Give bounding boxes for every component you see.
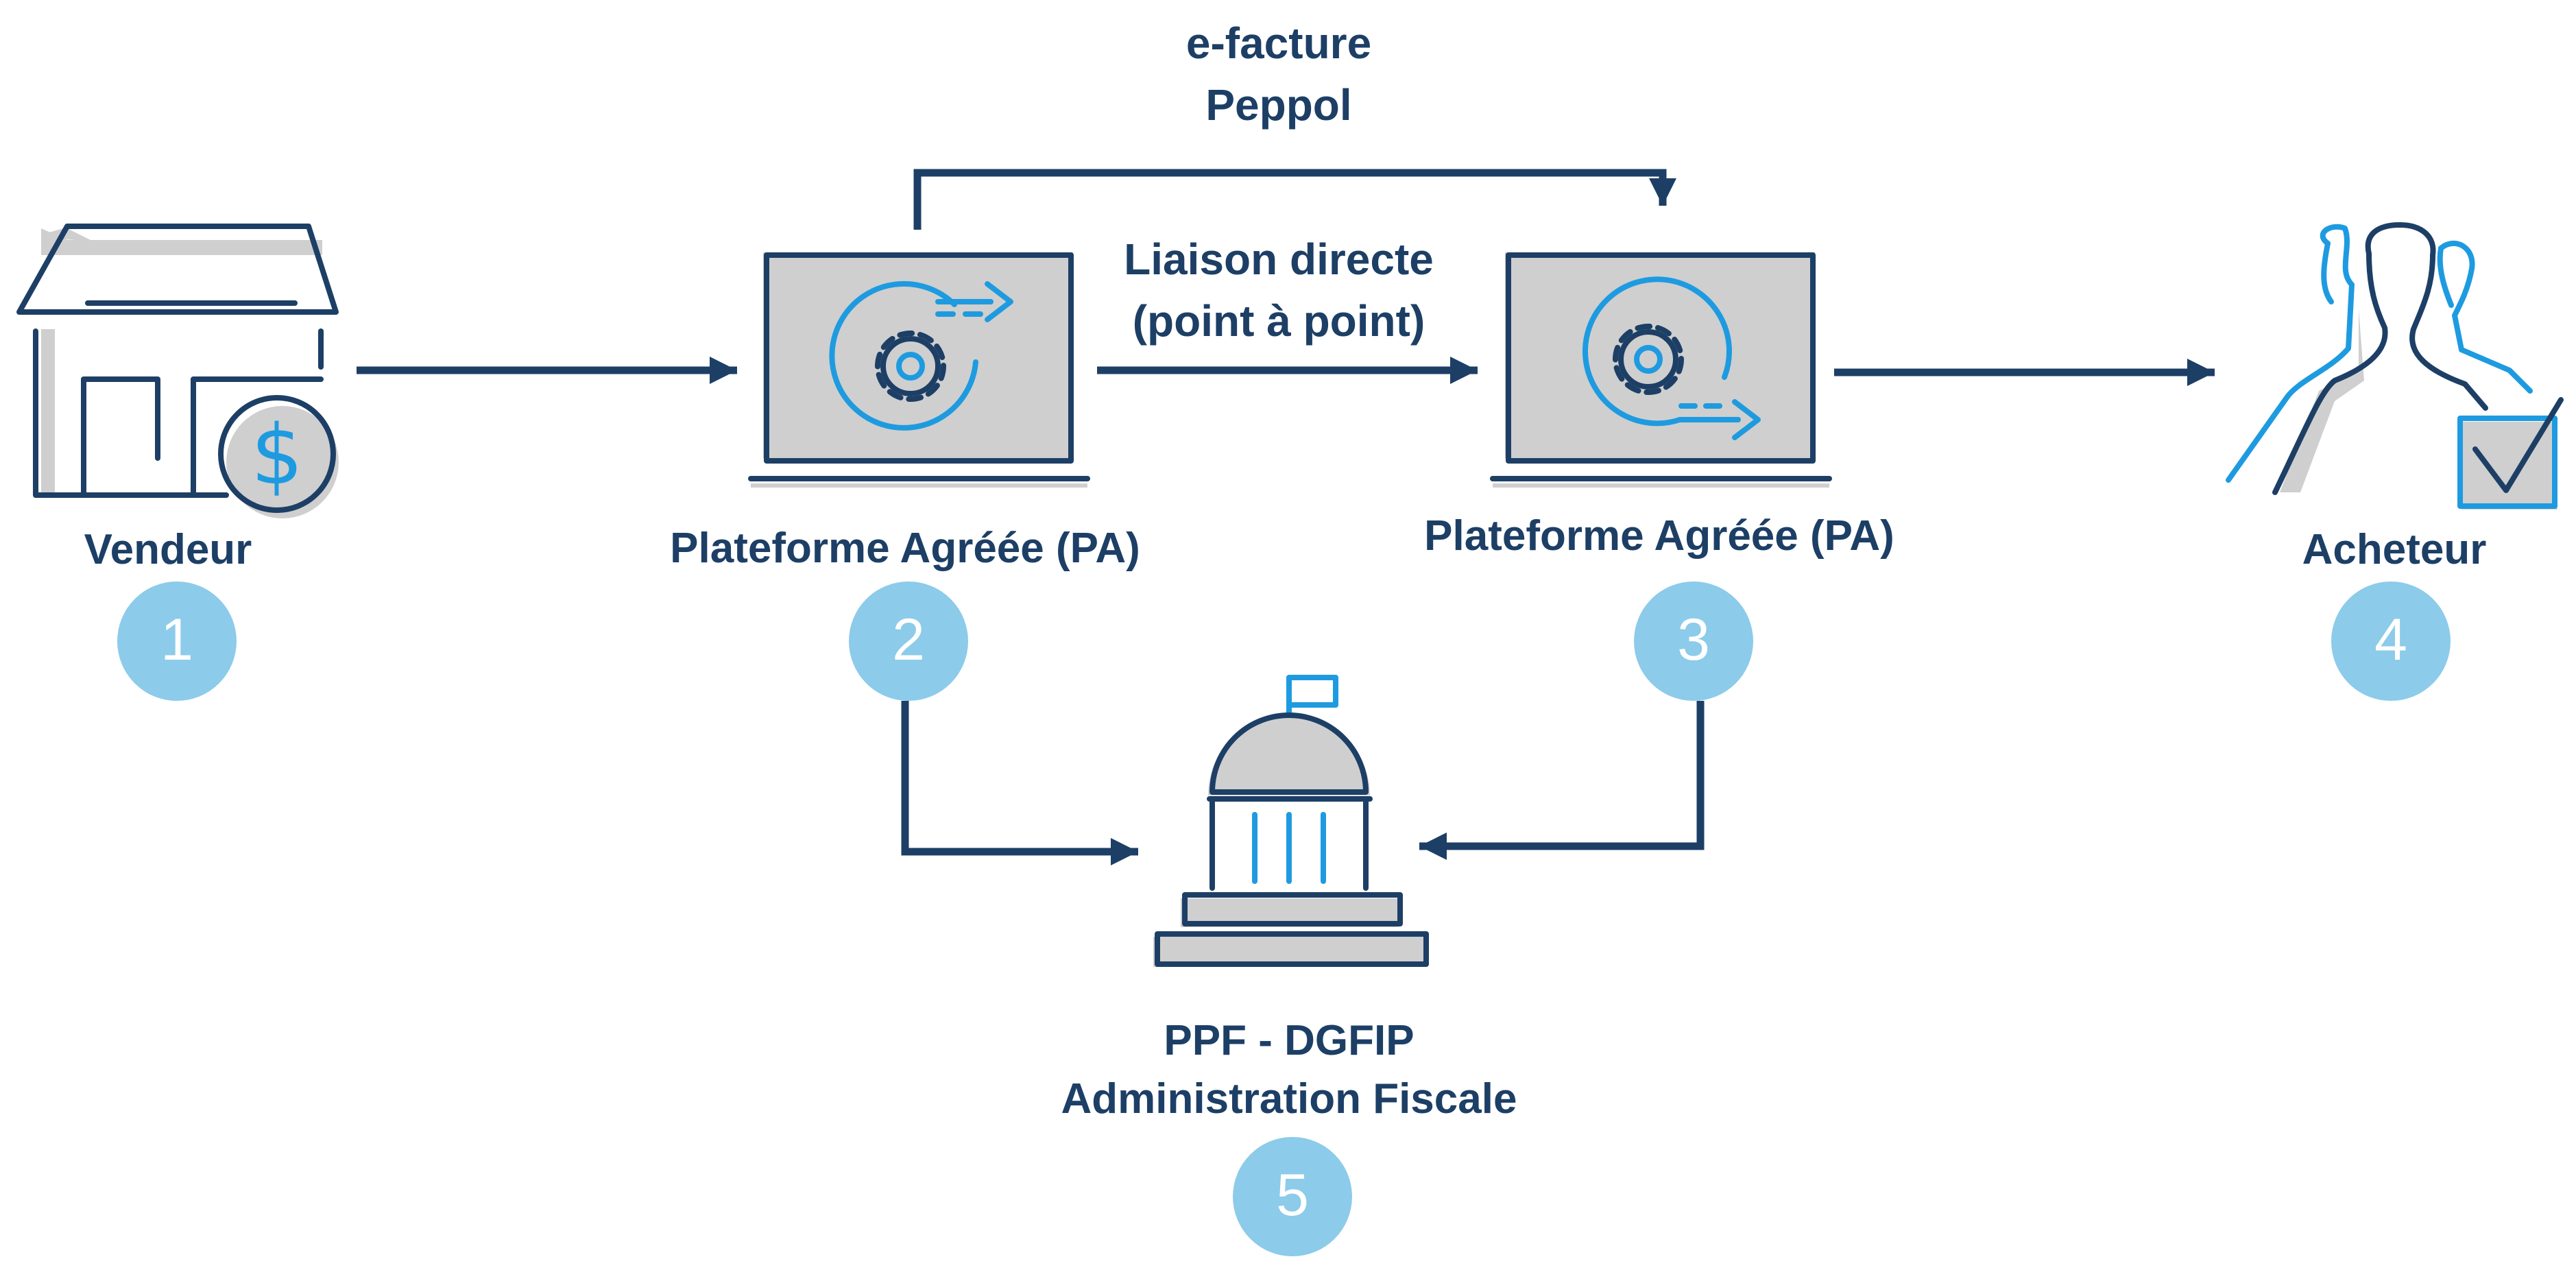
badge-4-number: 4 (2374, 607, 2407, 673)
arrow-pa2-to-ppf (901, 701, 1138, 865)
buyer-label: Acheteur (2302, 526, 2487, 573)
badge-5-number: 5 (1276, 1162, 1309, 1228)
laptop-gear-icon (1490, 252, 1832, 488)
direct-link-label-line2: (point à point) (1133, 296, 1425, 346)
badge-5 (1233, 1137, 1352, 1256)
government-building-icon (1153, 675, 1429, 967)
badge-1 (117, 582, 237, 701)
badge-2-number: 2 (892, 607, 925, 673)
ppf-label-line1: PPF - DGFIP (1164, 1017, 1414, 1064)
flow-arrows (357, 169, 2215, 865)
arrow-peppol (913, 169, 1676, 230)
shop-icon: $ (16, 224, 339, 518)
pa-receiver-label: Plateforme Agréée (PA) (1424, 512, 1894, 560)
peppol-label-line1: e-facture (1186, 19, 1371, 68)
ppf-label-line2: Administration Fiscale (1061, 1075, 1517, 1123)
badge-2 (849, 582, 968, 701)
arrow-pa3-to-ppf (1419, 701, 1705, 860)
badge-3 (1634, 582, 1753, 701)
direct-link-label-line1: Liaison directe (1124, 235, 1434, 284)
laptop-gear-icon (748, 252, 1090, 488)
seller-label: Vendeur (84, 526, 252, 573)
peppol-label-line2: Peppol (1205, 80, 1351, 130)
badge-3-number: 3 (1677, 607, 1710, 673)
badge-1-number: 1 (160, 607, 193, 673)
badge-4 (2331, 582, 2451, 701)
users-check-icon (2226, 222, 2564, 510)
dollar-icon: $ (251, 408, 303, 503)
pa-sender-label: Plateforme Agréée (PA) (670, 525, 1140, 572)
